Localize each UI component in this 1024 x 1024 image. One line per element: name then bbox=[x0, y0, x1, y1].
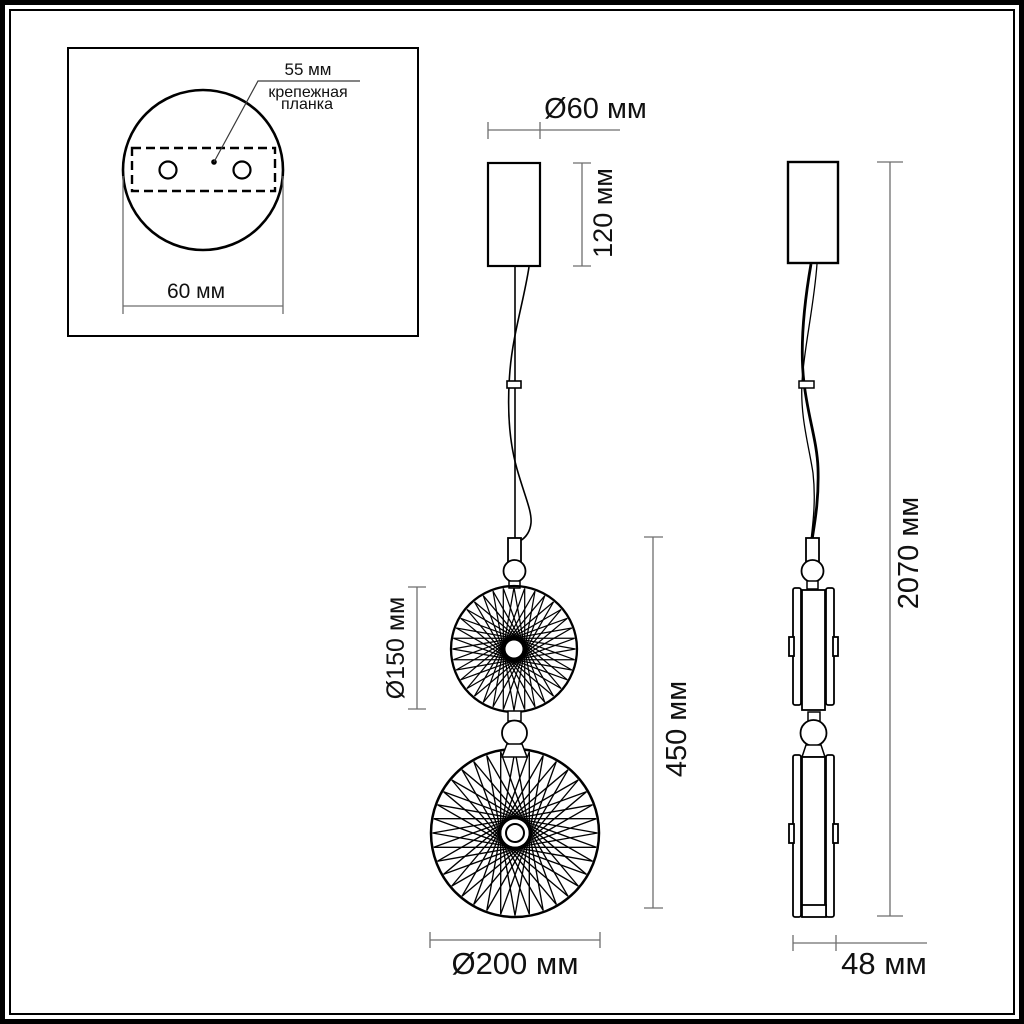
dim-shade-thickness bbox=[792, 935, 927, 951]
front-view bbox=[408, 122, 663, 948]
shade-small-side bbox=[788, 587, 839, 711]
connector-ball-top-side bbox=[800, 559, 825, 583]
connector-ball-top-front bbox=[502, 559, 527, 583]
shade-large-pattern bbox=[429, 747, 601, 919]
inset-view bbox=[67, 47, 419, 337]
canopy-base-circle bbox=[121, 88, 285, 252]
dim-canopy-diameter bbox=[487, 122, 620, 139]
mounting-hole-right bbox=[232, 160, 252, 180]
flare-mid-front bbox=[500, 743, 529, 758]
side-view bbox=[786, 160, 927, 951]
label-large-shade-diameter: Ø200 мм bbox=[451, 945, 579, 981]
power-cord-side bbox=[800, 263, 820, 541]
canopy-front bbox=[486, 161, 542, 268]
flare-mid-side bbox=[800, 744, 827, 758]
top-fitting-front bbox=[507, 537, 522, 563]
cord-adjuster-front bbox=[506, 380, 522, 389]
dim-base-width bbox=[122, 176, 284, 314]
top-fitting-side bbox=[805, 537, 820, 563]
label-canopy-height: 120 мм bbox=[587, 168, 618, 258]
connector-ball-mid-front bbox=[501, 719, 528, 747]
dim-canopy-height bbox=[573, 162, 591, 267]
power-cord-front bbox=[507, 266, 532, 542]
neck-top-side bbox=[806, 580, 819, 590]
canopy-side bbox=[786, 160, 840, 265]
connector-ball-mid-side bbox=[799, 719, 828, 747]
label-base-width: 60 мм bbox=[166, 279, 226, 303]
dim-shades-height bbox=[644, 536, 663, 909]
dim-total-height bbox=[877, 161, 903, 917]
label-total-height: 2070 мм bbox=[892, 496, 925, 610]
label-plate-name-line2: планка bbox=[281, 96, 333, 113]
mid-connector-front bbox=[507, 710, 522, 722]
dim-small-shade-diameter bbox=[408, 586, 426, 710]
suspension-cable-side bbox=[801, 263, 818, 541]
dim-large-shade-diameter bbox=[429, 932, 601, 948]
inner-frame bbox=[9, 9, 1015, 1015]
label-plate-name-line1: крепежная bbox=[268, 84, 348, 101]
cord-adjuster-side bbox=[798, 380, 815, 389]
label-canopy-diameter: Ø60 мм bbox=[544, 92, 647, 125]
leader-line bbox=[213, 80, 360, 163]
label-plate-width: 55 мм bbox=[284, 59, 332, 79]
mounting-hole-left bbox=[158, 160, 178, 180]
label-shade-thickness: 48 мм bbox=[841, 945, 927, 981]
label-shades-height: 450 мм bbox=[660, 680, 693, 778]
mounting-plate-dashed bbox=[130, 146, 277, 193]
label-small-shade-diameter: Ø150 мм bbox=[381, 596, 410, 700]
shade-small-pattern bbox=[449, 584, 579, 714]
shade-large-side bbox=[788, 754, 839, 918]
